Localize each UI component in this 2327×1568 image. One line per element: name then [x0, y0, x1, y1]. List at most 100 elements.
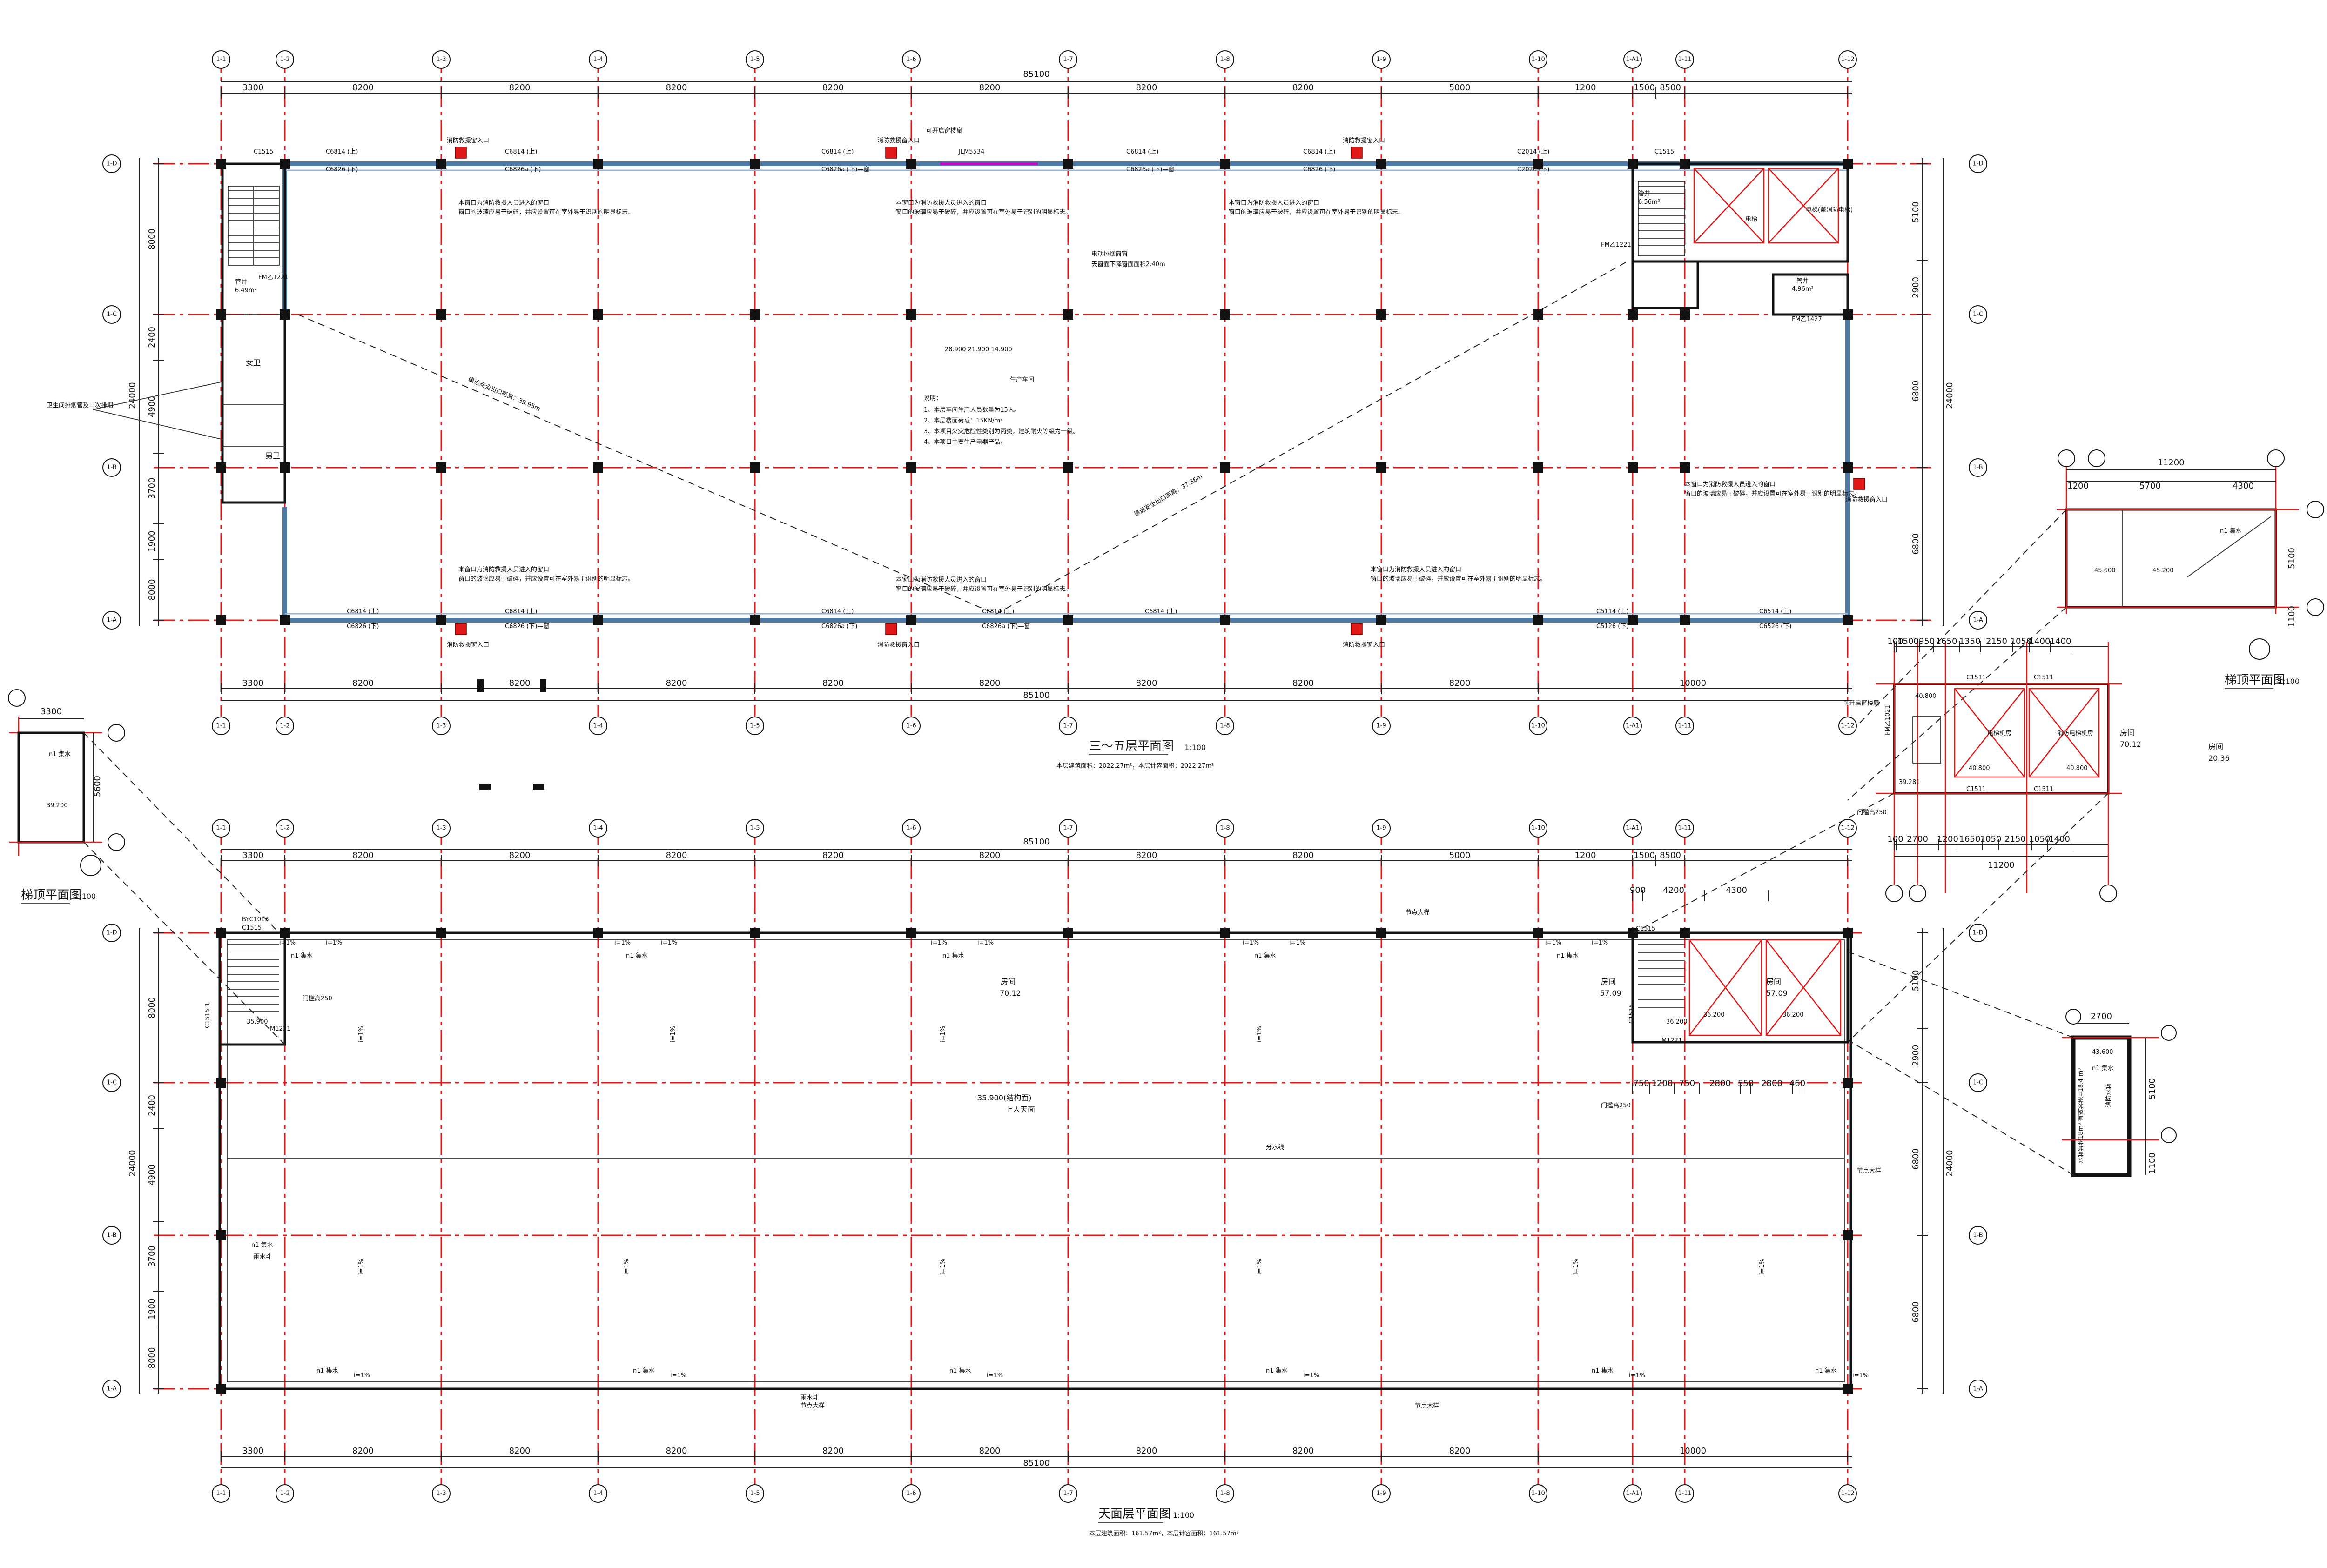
- fire-note: 窗口的玻璃应易于破碎，并应设置可在室外易于识别的明显标志。: [1229, 208, 1404, 216]
- dim-text: 8200: [352, 851, 374, 860]
- room-shaft-right: 管井: [1638, 190, 1650, 197]
- fire-rescue-window-icon: [1351, 623, 1363, 635]
- axis-label: 1-C: [1973, 1079, 1983, 1086]
- axis-label: 1-9: [1376, 723, 1386, 730]
- axis-label: 1-12: [1841, 56, 1855, 63]
- slope-label: i=1%: [1629, 1372, 1645, 1379]
- column: [593, 615, 603, 625]
- dim-text: 750: [1679, 1079, 1695, 1088]
- dim-text: 1900: [147, 1299, 157, 1320]
- axis-bubble: [1838, 50, 1857, 69]
- slope-label: i=1%: [1243, 939, 1259, 946]
- dim-text: 3300: [242, 851, 264, 860]
- column: [1628, 159, 1638, 169]
- axis-bubble: [902, 1484, 921, 1503]
- toilet-men: 男卫: [265, 451, 280, 460]
- axis-bubble: [1529, 717, 1547, 735]
- axis-label: 1-6: [906, 723, 916, 730]
- fire-rescue-label: 消防救援窗入口: [1845, 496, 1888, 503]
- column: [436, 462, 446, 473]
- axis-bubble: [432, 819, 451, 838]
- axis-bubble: [1675, 50, 1694, 69]
- dim-text: 2700: [1907, 834, 1928, 844]
- note-2: 2、本层楼面荷载：15KN/m²: [924, 417, 1002, 424]
- upper-plan-area: 本层建筑面积：2022.27m²，本层计容面积：2022.27m²: [1056, 762, 1214, 770]
- note-3: 3、本项目火灾危险性类别为丙类，建筑耐火等级为一级。: [924, 428, 1079, 435]
- axis-label: 1-10: [1531, 723, 1545, 730]
- fm-right-2: FM乙1427: [1792, 316, 1822, 323]
- core-total-dim: 11200: [1988, 860, 2014, 870]
- drain-label: n1 集水: [1254, 952, 1276, 959]
- dim-text: 6800: [1911, 1301, 1921, 1323]
- axis-label: 1-1: [216, 56, 226, 63]
- axis-bubble: [1969, 1073, 1987, 1092]
- axis-label: 1-6: [906, 825, 916, 832]
- axis-label: 1-B: [1973, 1232, 1983, 1239]
- axis-bubble: [212, 819, 230, 838]
- roof-right-outer-dim: 24000: [1945, 1150, 1955, 1176]
- dim-text: 3700: [147, 1246, 157, 1267]
- dim-text: 6800: [1911, 1148, 1921, 1170]
- axis-bubble: [902, 819, 921, 838]
- column: [1843, 1078, 1853, 1088]
- axis-label: 1-5: [750, 825, 760, 832]
- stair-left-dim-top: 3300: [40, 707, 62, 717]
- column: [280, 462, 290, 473]
- fire-rescue-label: 消防救援窗入口: [1343, 641, 1385, 649]
- axis-bubble: [1623, 819, 1642, 838]
- column: [216, 615, 226, 625]
- stair-right-label: n1 集水: [2220, 527, 2242, 535]
- right-outer-dim: 24000: [1945, 382, 1955, 409]
- axis-label: 1-10: [1531, 1490, 1545, 1497]
- dim-text: 3300: [242, 678, 264, 688]
- axis-label: 1-4: [593, 723, 603, 730]
- core-window-4: C1511: [2034, 786, 2053, 793]
- roof-room-right-area: 57.09: [1600, 989, 1621, 998]
- axis-bubble: [1675, 1484, 1694, 1503]
- axis-label: 1-A: [107, 1386, 117, 1393]
- slope-label: i=1%: [279, 939, 296, 946]
- dim-text: 8200: [666, 851, 687, 860]
- dim-text: 4900: [147, 396, 157, 417]
- roof-bottom-total-dim: 85100: [1023, 1458, 1049, 1468]
- roof-door-left: 门槛高250: [303, 995, 332, 1002]
- axis-label: 1-1: [216, 723, 226, 730]
- axis-bubble: [1216, 1484, 1234, 1503]
- dim-text: 5000: [1449, 851, 1471, 860]
- axis-label: 1-3: [436, 723, 446, 730]
- drain-label: n1 集水: [633, 1367, 655, 1374]
- column: [1063, 462, 1073, 473]
- roof-door-m-left: M1221: [270, 1025, 290, 1032]
- axis-bubble: [276, 717, 294, 735]
- axis-bubble: [102, 611, 121, 630]
- column: [1680, 309, 1690, 320]
- stair-left-label: n1 集水: [49, 750, 71, 758]
- roof-right-level-3: 36.200: [1782, 1012, 1804, 1019]
- toilet-note: 卫生间排烟管及二次排烟: [47, 402, 113, 409]
- column: [1220, 928, 1230, 938]
- slope-label: i=1%: [1592, 939, 1608, 946]
- dim-text: 1400: [2050, 637, 2071, 646]
- stair-right-detail: 11200 1200 5700 4300 5100 1100 n1 集水 45.…: [1847, 449, 2324, 801]
- slope-label: i=1%: [1852, 1372, 1869, 1379]
- column: [1843, 309, 1853, 320]
- tank-room: 消防水箱: [2105, 1083, 2112, 1107]
- window-label: C1515: [1654, 148, 1674, 155]
- roof-door-m-right: M1221: [1661, 1037, 1682, 1044]
- dim-text: 1500: [1897, 637, 1919, 646]
- axis-label: 1-A1: [1626, 825, 1640, 832]
- drain-label: n1 集水: [626, 952, 648, 959]
- column: [1628, 615, 1638, 625]
- axis-label: 1-6: [906, 56, 916, 63]
- axis-bubble: [1529, 1484, 1547, 1503]
- dim-text: 1350: [1959, 637, 1981, 646]
- fire-note: 窗口的玻璃应易于破碎，并应设置可在室外易于识别的明显标志。: [1371, 575, 1546, 583]
- column: [216, 1384, 226, 1394]
- axis-label: 1-11: [1678, 825, 1692, 832]
- roof-room-right-2-area: 57.09: [1766, 989, 1788, 998]
- column: [280, 928, 290, 938]
- window-label: C6514 (上): [1759, 608, 1791, 615]
- stair-right-level-2: 45.200: [2152, 567, 2174, 574]
- column: [1063, 615, 1073, 625]
- roof-label: 上人天面: [1005, 1105, 1035, 1114]
